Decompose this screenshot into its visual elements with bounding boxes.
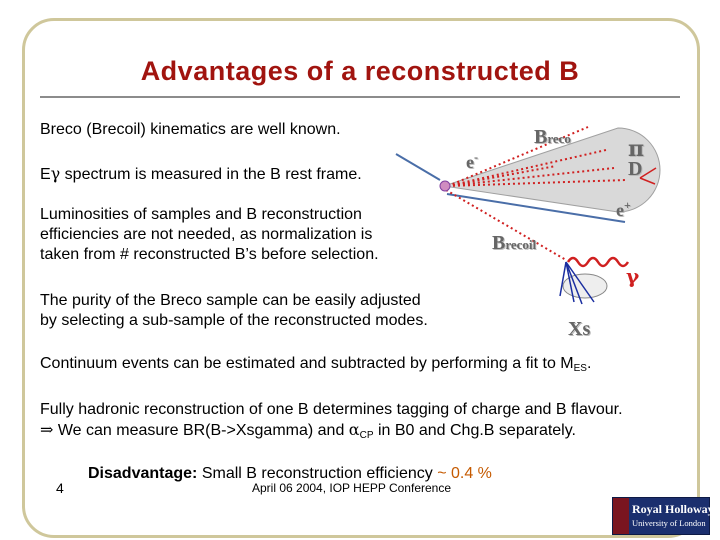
page-number: 4 <box>56 480 64 496</box>
paragraph-luminosities: Luminosities of samples and B reconstruc… <box>40 206 379 263</box>
xs-system <box>562 273 608 299</box>
paragraph-continuum: Continuum events can be estimated and su… <box>40 355 592 374</box>
paragraph-disadvantage: Disadvantage: Small B reconstruction eff… <box>88 465 492 482</box>
crest-icon <box>613 498 629 534</box>
paragraph-purity: The purity of the Breco sample can be ea… <box>40 292 428 329</box>
label-gamma: γ <box>626 264 640 288</box>
slide-title: Advantages of a reconstructed B <box>140 56 580 86</box>
logo-line1: Royal Holloway <box>632 502 714 516</box>
royal-holloway-logo: Royal Holloway University of London <box>612 497 714 535</box>
paragraph-tagging: Fully hadronic reconstruction of one B d… <box>40 401 623 441</box>
label-brecoil: Brecoil <box>492 232 537 254</box>
label-d: D <box>628 158 643 180</box>
interaction-point <box>439 180 451 192</box>
label-pi: π <box>628 136 645 162</box>
photon-wiggle <box>566 256 630 268</box>
breco-decay-tracks <box>447 126 627 187</box>
label-breco: Breco <box>534 126 571 148</box>
label-e-plus: e+ <box>616 198 631 220</box>
label-xs: Xs <box>568 318 591 340</box>
label-e-minus: e- <box>466 150 478 172</box>
title-divider <box>40 96 680 98</box>
paragraph-kinematics: Breco (Brecoil) kinematics are well know… <box>40 121 341 138</box>
footer-conference: April 06 2004, IOP HEPP Conference <box>252 481 452 495</box>
xs-tracks <box>559 261 595 305</box>
d-decay-arrows <box>639 167 657 185</box>
paragraph-spectrum: Eγ spectrum is measured in the B rest fr… <box>40 164 362 183</box>
e-minus-beam <box>395 153 441 181</box>
breco-cone <box>443 127 661 213</box>
brecoil-track <box>445 189 567 261</box>
e-plus-beam <box>446 193 626 223</box>
logo-line2: University of London <box>632 518 706 528</box>
